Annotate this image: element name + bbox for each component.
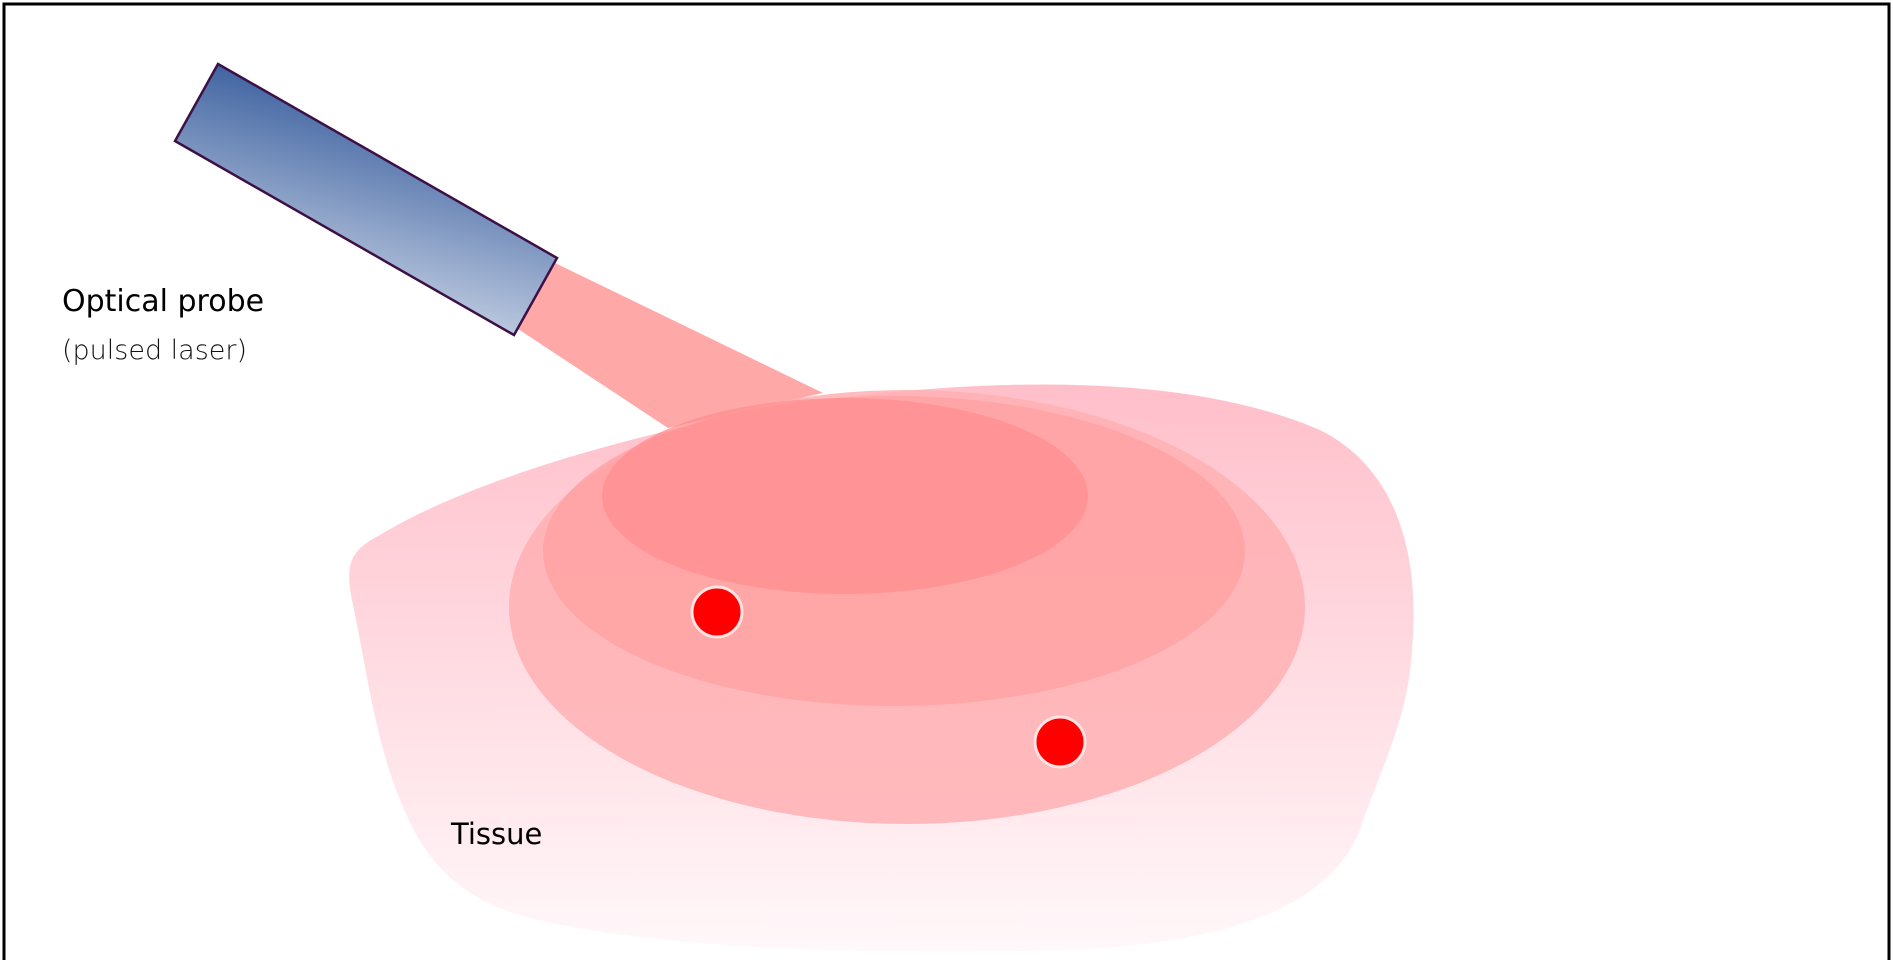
illumination-zone-inner [602,398,1088,594]
absorber-dot [1033,715,1087,769]
tissue-label: Tissue [451,817,543,851]
optical-probe [173,62,559,337]
probe-title-label: Optical probe [62,284,265,319]
probe-subtitle-label: (pulsed laser) [62,335,248,366]
laser-beam [512,263,823,428]
absorber-dot [690,585,744,639]
